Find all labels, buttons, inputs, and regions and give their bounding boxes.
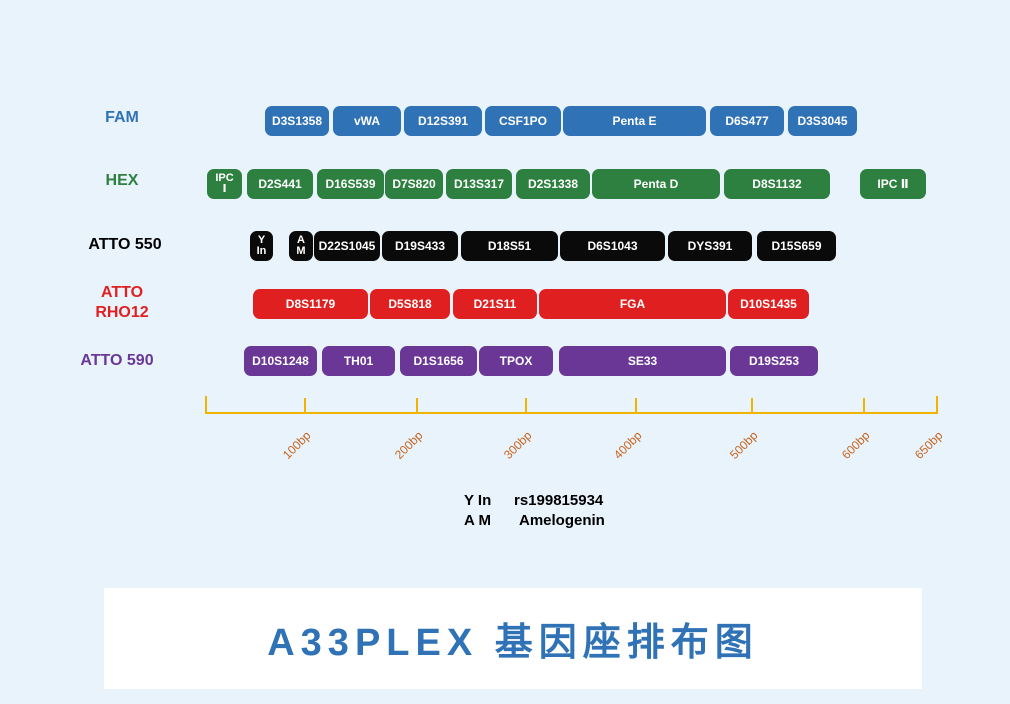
axis-tick-label-3: 400bp bbox=[611, 428, 645, 462]
legend-meaning-am: Amelogenin bbox=[519, 512, 605, 529]
axis-edge-tick-1 bbox=[936, 396, 938, 414]
locus-1-5: D2S1338 bbox=[516, 169, 590, 199]
locus-0-0: D3S1358 bbox=[265, 106, 329, 136]
dye-label-4: ATTO 590 bbox=[80, 352, 154, 369]
axis-edge-tick-0 bbox=[205, 396, 207, 414]
dye-label-3: ATTO RHO12 bbox=[95, 284, 149, 321]
locus-2-3: D19S433 bbox=[382, 231, 458, 261]
axis-tick-1 bbox=[416, 398, 418, 414]
locus-3-2: D21S11 bbox=[453, 289, 537, 319]
axis-tick-label-1: 200bp bbox=[392, 428, 426, 462]
title-banner: A33PLEX 基因座排布图 bbox=[104, 588, 922, 689]
locus-4-5: D19S253 bbox=[730, 346, 818, 376]
axis-tick-4 bbox=[751, 398, 753, 414]
locus-1-2: D16S539 bbox=[317, 169, 384, 199]
locus-2-7: D15S659 bbox=[757, 231, 836, 261]
axis-baseline bbox=[205, 412, 938, 414]
locus-4-3: TPOX bbox=[479, 346, 553, 376]
axis-tick-label-5: 600bp bbox=[839, 428, 873, 462]
dye-label-0: FAM bbox=[105, 109, 139, 126]
locus-2-6: DYS391 bbox=[668, 231, 752, 261]
locus-1-4: D13S317 bbox=[446, 169, 512, 199]
locus-1-3: D7S820 bbox=[385, 169, 443, 199]
locus-2-2: D22S1045 bbox=[314, 231, 380, 261]
locus-3-0: D8S1179 bbox=[253, 289, 368, 319]
axis-tick-label-6: 650bp bbox=[912, 428, 946, 462]
locus-0-5: D6S477 bbox=[710, 106, 784, 136]
locus-4-4: SE33 bbox=[559, 346, 726, 376]
locus-0-2: D12S391 bbox=[404, 106, 482, 136]
legend-abbr-y-in: Y In bbox=[464, 492, 492, 509]
locus-4-2: D1S1656 bbox=[400, 346, 477, 376]
axis-tick-2 bbox=[525, 398, 527, 414]
locus-2-0: Y In bbox=[250, 231, 273, 261]
locus-1-1: D2S441 bbox=[247, 169, 313, 199]
locus-2-5: D6S1043 bbox=[560, 231, 665, 261]
locus-4-1: TH01 bbox=[322, 346, 395, 376]
locus-1-6: Penta D bbox=[592, 169, 720, 199]
axis-tick-3 bbox=[635, 398, 637, 414]
locus-3-4: D10S1435 bbox=[728, 289, 809, 319]
locus-0-6: D3S3045 bbox=[788, 106, 857, 136]
locus-3-3: FGA bbox=[539, 289, 726, 319]
locus-1-0: IPC Ⅰ bbox=[207, 169, 242, 199]
axis-tick-label-4: 500bp bbox=[727, 428, 761, 462]
locus-0-4: Penta E bbox=[563, 106, 706, 136]
legend-abbr-am: A M bbox=[464, 512, 491, 529]
dye-label-2: ATTO 550 bbox=[88, 236, 162, 253]
locus-4-0: D10S1248 bbox=[244, 346, 317, 376]
locus-2-1: A M bbox=[289, 231, 313, 261]
axis-tick-label-2: 300bp bbox=[501, 428, 535, 462]
locus-3-1: D5S818 bbox=[370, 289, 450, 319]
legend-meaning-y-in: rs199815934 bbox=[514, 492, 604, 509]
locus-1-8: IPC Ⅱ bbox=[860, 169, 926, 199]
locus-1-7: D8S1132 bbox=[724, 169, 830, 199]
axis-tick-label-0: 100bp bbox=[280, 428, 314, 462]
axis-tick-5 bbox=[863, 398, 865, 414]
locus-0-3: CSF1PO bbox=[485, 106, 561, 136]
page-title: A33PLEX 基因座排布图 bbox=[267, 622, 759, 664]
locus-0-1: vWA bbox=[333, 106, 401, 136]
axis-tick-0 bbox=[304, 398, 306, 414]
dye-label-1: HEX bbox=[105, 172, 139, 189]
locus-2-4: D18S51 bbox=[461, 231, 558, 261]
